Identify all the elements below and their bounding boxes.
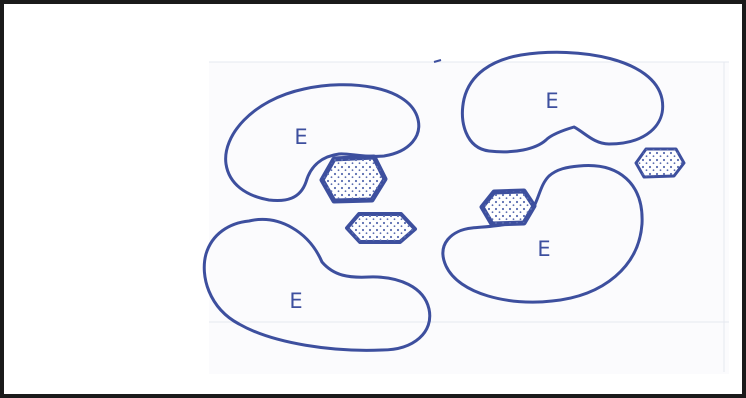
cell-label-bottom-right: E xyxy=(537,237,550,261)
granule-free-middle-fill xyxy=(347,214,415,242)
kidney-cell-top-right xyxy=(462,52,662,152)
sketch-canvas: E E E E xyxy=(4,4,742,394)
cell-label-top-left: E xyxy=(294,125,307,149)
cell-label-bottom-left: E xyxy=(289,289,302,313)
sheet-lines xyxy=(209,62,729,372)
kidney-cell-bottom-right xyxy=(443,166,642,303)
cell-label-top-right: E xyxy=(545,89,558,113)
